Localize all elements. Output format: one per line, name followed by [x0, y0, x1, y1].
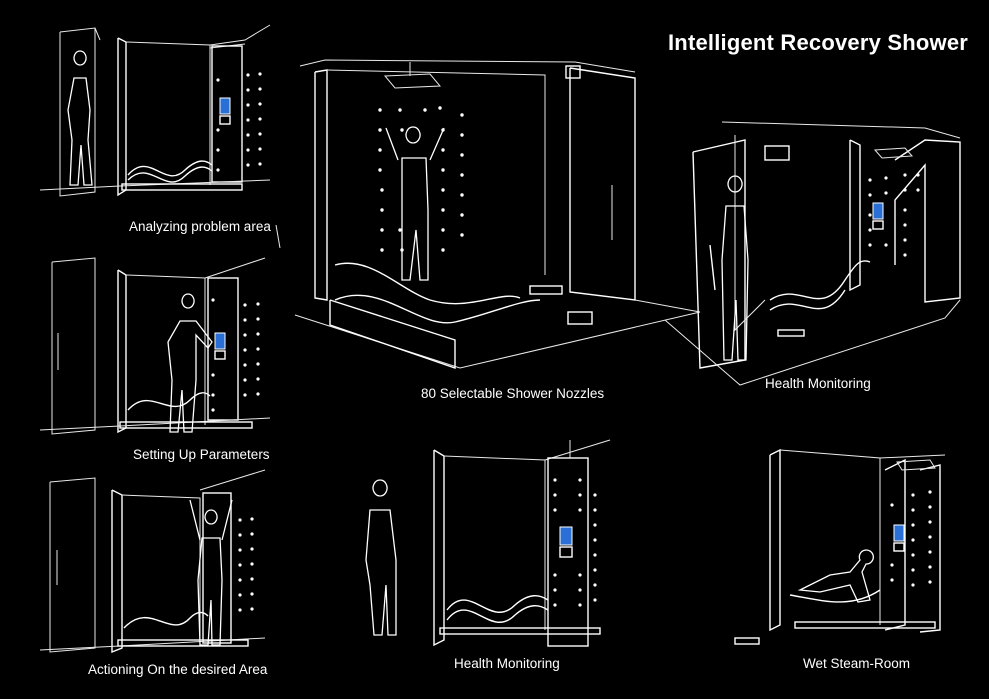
illustration-nozzles: [294, 59, 701, 369]
illustration-health-monitoring-top: [664, 121, 961, 386]
page-title: Intelligent Recovery Shower: [668, 30, 969, 55]
caption-setting-up: Setting Up Parameters: [133, 447, 270, 462]
caption-wet-steam-room: Wet Steam-Room: [803, 656, 911, 671]
caption-health-monitoring-bottom: Health Monitoring: [454, 656, 560, 671]
illustration-setting-up: [39, 257, 271, 435]
illustration-health-monitoring-bottom: [365, 439, 611, 647]
caption-actioning: Actioning On the desired Area: [88, 662, 268, 677]
caption-nozzles: 80 Selectable Shower Nozzles: [421, 386, 605, 401]
illustration-wet-steam-room: [734, 448, 946, 645]
illustration-actioning: [39, 469, 266, 654]
caption-analyzing: Analyzing problem area: [129, 219, 271, 234]
caption-health-monitoring-top: Health Monitoring: [765, 376, 871, 391]
illustration-analyzing: [39, 24, 281, 249]
